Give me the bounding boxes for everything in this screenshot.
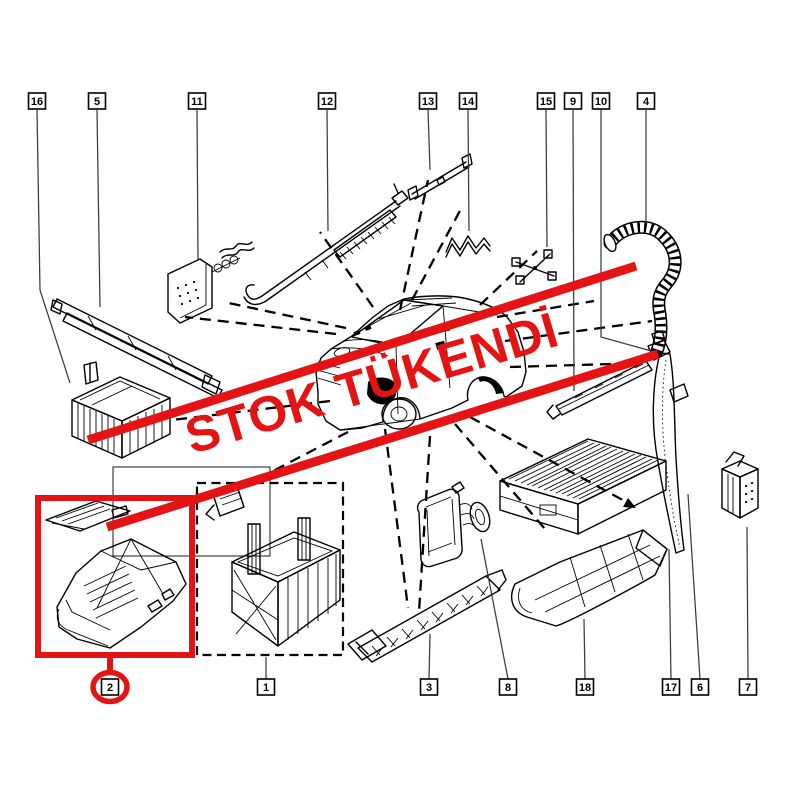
dashed-pointer-lines	[171, 179, 653, 613]
ecu-module-drawing	[499, 438, 667, 535]
callout-number-13: 13	[422, 96, 434, 108]
leader-line-3	[428, 633, 431, 680]
callout-number-16: 16	[31, 96, 43, 108]
part-callout-7[interactable]: 7	[738, 678, 758, 696]
callout-number-18: 18	[579, 682, 591, 694]
callout-box-14	[458, 92, 478, 110]
leader-line-9	[572, 109, 575, 392]
callout-box-15	[536, 92, 556, 110]
strike-line-bottom	[105, 349, 660, 532]
part-callout-10[interactable]: 10	[591, 92, 611, 110]
part-callout-3[interactable]: 3	[419, 678, 439, 696]
callout-box-17	[661, 678, 681, 696]
callout-number-9: 9	[570, 96, 576, 108]
part-callout-2[interactable]: 2	[100, 678, 120, 696]
part-callout-13[interactable]: 13	[418, 92, 438, 110]
callout-box-8	[498, 678, 518, 696]
callout-number-17: 17	[665, 682, 677, 694]
pointer-arrowhead	[623, 498, 636, 508]
callout-box-11	[187, 92, 207, 110]
part-callout-4[interactable]: 4	[636, 92, 656, 110]
leader-line-5	[96, 109, 101, 308]
callout-box-1	[256, 678, 276, 696]
part-callout-9[interactable]: 9	[563, 92, 583, 110]
part-3-sleeve-drawing	[347, 569, 507, 663]
part-callout-15[interactable]: 15	[536, 92, 556, 110]
part-18-tray-drawing	[511, 529, 668, 627]
part-11-bracket-drawing	[167, 241, 255, 324]
strike-line-top	[86, 261, 638, 445]
callout-box-4	[636, 92, 656, 110]
part-callout-5[interactable]: 5	[87, 92, 107, 110]
part1-dashed-outline	[195, 481, 345, 657]
callout-number-14: 14	[462, 96, 475, 108]
callout-box-12	[317, 92, 337, 110]
leader-line-13	[427, 109, 431, 171]
part-callout-17[interactable]: 17	[661, 678, 681, 696]
part-callout-11[interactable]: 11	[187, 92, 207, 110]
callout-number-10: 10	[595, 96, 607, 108]
part-callout-12[interactable]: 12	[317, 92, 337, 110]
callout-number-5: 5	[94, 96, 100, 108]
part-callout-16[interactable]: 16	[27, 92, 47, 110]
part-12-harness-drawing	[243, 183, 409, 306]
callout-box-16	[27, 92, 47, 110]
callout-number-15: 15	[540, 96, 552, 108]
leader-line-8	[480, 538, 509, 680]
callout-leader-lines	[36, 109, 749, 680]
callout-number-12: 12	[321, 96, 333, 108]
callout-box-13	[418, 92, 438, 110]
callout-number-8: 8	[505, 682, 511, 694]
callout-number-11: 11	[191, 96, 203, 108]
callout-number-4: 4	[643, 96, 650, 108]
part-1-housing-drawing	[205, 488, 341, 647]
leader-line-14	[467, 109, 470, 232]
leader-line-11	[196, 109, 199, 260]
leader-line-7	[746, 526, 749, 680]
part-17-strip-drawing	[652, 352, 689, 554]
callout-number-7: 7	[745, 682, 751, 694]
part-4-hose-drawing	[603, 220, 682, 358]
callout-box-6	[690, 678, 710, 696]
part-callout-14[interactable]: 14	[458, 92, 478, 110]
callout-box-2	[100, 678, 120, 696]
leader-line-10	[600, 110, 656, 353]
callout-box-10	[591, 92, 611, 110]
callout-number-3: 3	[426, 682, 432, 694]
part-5-rail-drawing	[50, 298, 223, 399]
callout-box-18	[575, 678, 595, 696]
part-9-rail-drawing	[546, 360, 653, 420]
callout-box-7	[738, 678, 758, 696]
part-14-clip-drawing	[445, 235, 491, 258]
leader-line-12	[326, 109, 329, 232]
diagram-artwork	[45, 153, 759, 663]
callout-box-3	[419, 678, 439, 696]
part-callout-8[interactable]: 8	[498, 678, 518, 696]
part-callout-1[interactable]: 1	[256, 678, 276, 696]
part-13-rail-drawing	[407, 153, 473, 201]
part-16-fuse-box-drawing	[71, 361, 171, 459]
leader-line-6	[687, 493, 701, 680]
callout-box-5	[87, 92, 107, 110]
leader-line-16	[36, 109, 71, 384]
leader-line-18	[583, 618, 586, 680]
part2-highlight-circle	[90, 669, 130, 705]
part-callout-6[interactable]: 6	[690, 678, 710, 696]
callout-number-1: 1	[263, 682, 269, 694]
leader-line-15	[545, 109, 548, 248]
callout-box-9	[563, 92, 583, 110]
callout-number-2: 2	[107, 682, 113, 694]
part-7-bracket-drawing	[721, 451, 759, 519]
part-2-cover-drawing	[45, 500, 187, 649]
part-8-grommet-drawing	[416, 481, 491, 568]
part-callout-18[interactable]: 18	[575, 678, 595, 696]
callout-number-6: 6	[697, 682, 703, 694]
part-15-clip-drawing	[511, 249, 557, 285]
part2-highlight-box	[35, 495, 195, 658]
leader-line-17	[668, 548, 672, 680]
